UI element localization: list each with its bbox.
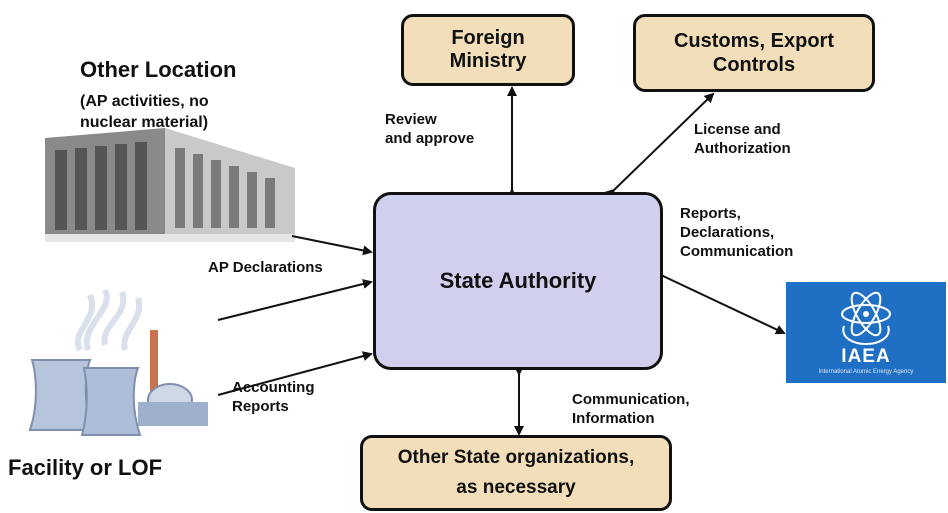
review-line2: and approve [385,130,475,147]
accounting-label: Accounting Reports [232,378,315,416]
other-location-subtitle-2: nuclear material) [80,114,209,131]
communication-line1: Communication, [572,391,690,408]
reports-line3: Communication [680,243,794,260]
arrow-customs [604,92,715,200]
reports-line2: Declarations, [680,224,775,241]
facility-image [28,290,208,436]
customs-box: Customs, Export Controls [633,14,875,92]
other-state-box: Other State organizations, as necessary [360,435,672,511]
customs-line1: Customs, Export [673,30,835,52]
communication-line2: Information [572,410,655,427]
other-location-title: Other Location [80,57,237,82]
accounting-line2: Reports [232,398,289,415]
ap-declarations-label: AP Declarations [208,259,323,276]
reports-label: Reports, Declarations, Communication [680,204,793,261]
foreign-ministry-line1: Foreign [451,27,525,49]
arrow-ap-declarations [217,279,373,321]
foreign-ministry-box: Foreign Ministry [401,14,575,86]
review-line1: Review [385,111,437,128]
other-state-line1: Other State organizations, [397,447,635,468]
state-authority-label: State Authority [439,268,597,293]
reports-line1: Reports, [680,205,741,222]
customs-line2: Controls [712,54,796,76]
arrow-accounting [217,351,373,396]
license-line1: License and [694,121,781,138]
accounting-line1: Accounting [232,379,315,396]
facility-label: Facility or LOF [8,455,163,480]
foreign-ministry-line2: Ministry [449,50,527,72]
review-label: Review and approve [385,110,474,148]
license-label: License and Authorization [694,120,791,158]
other-state-line2: as necessary [456,477,576,498]
license-line2: Authorization [694,140,791,157]
iaea-subname: International Atomic Energy Agency [818,369,914,375]
other-location-subtitle-1: (AP activities, no [80,93,209,110]
building-image [45,128,295,242]
arrow-other-location [291,235,373,256]
communication-label: Communication, Information [572,390,690,428]
arrow-iaea [653,268,786,335]
atom-icon [841,291,891,346]
iaea-name: IAEA [841,346,891,367]
state-authority-box: State Authority [373,192,663,370]
iaea-logo: IAEA International Atomic Energy Agency [786,282,946,383]
